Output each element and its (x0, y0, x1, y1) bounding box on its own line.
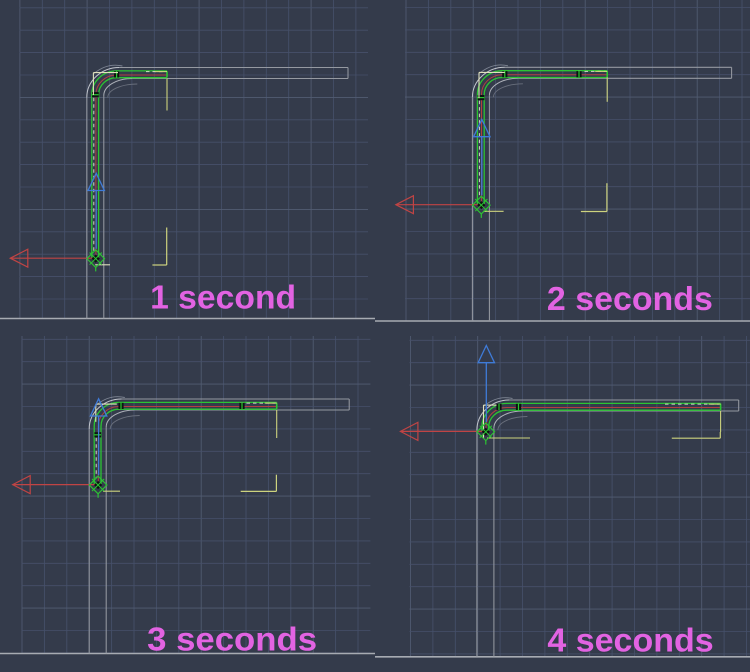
svg-text:3 seconds: 3 seconds (147, 621, 317, 658)
svg-text:2 seconds: 2 seconds (547, 281, 713, 318)
svg-text:1 second: 1 second (150, 280, 296, 317)
svg-text:4 seconds: 4 seconds (547, 622, 713, 659)
